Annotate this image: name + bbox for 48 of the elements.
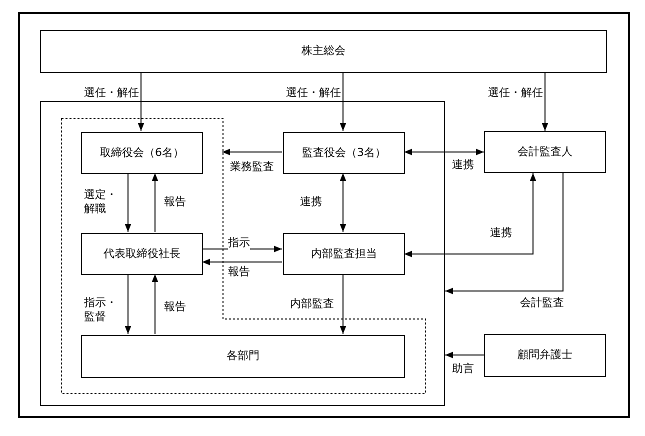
- arrow: [222, 148, 282, 156]
- edge-label: 会計監査: [520, 296, 564, 310]
- box-label: 株主総会: [302, 43, 346, 60]
- org-box: [81, 335, 405, 378]
- arrow: [404, 172, 536, 258]
- box-label: 顧問弁護士: [518, 347, 572, 364]
- box-label: 代表取締役社長: [104, 246, 180, 262]
- edge-label: 連携: [490, 226, 512, 240]
- edge-label: 連携: [300, 195, 322, 209]
- arrow: [152, 172, 158, 232]
- org-box: [283, 233, 405, 275]
- arrow: [340, 172, 346, 232]
- arrow: [152, 274, 158, 334]
- arrow: [444, 352, 484, 358]
- group-frame: [40, 101, 445, 406]
- edge-label: 選任・解任: [488, 86, 543, 100]
- arrow: [202, 258, 282, 266]
- box-label: 取締役会（6名）: [100, 144, 184, 161]
- org-box: [484, 334, 606, 377]
- edge-label: 報告: [228, 265, 250, 279]
- org-box: [484, 131, 606, 173]
- arrow: [444, 172, 564, 294]
- box-label: 内部監査担当: [311, 246, 377, 262]
- arrow: [138, 72, 144, 132]
- org-box: [81, 132, 203, 174]
- edge-label: 指示: [228, 236, 250, 250]
- box-label: 各部門: [226, 348, 260, 364]
- box-label: 会計監査人: [518, 144, 572, 160]
- arrow: [340, 72, 346, 132]
- arrow: [202, 246, 282, 252]
- dotted-region: [61, 118, 426, 394]
- edge-label: 内部監査: [290, 297, 334, 311]
- org-box: [81, 233, 203, 275]
- edge-label: 助言: [452, 362, 474, 376]
- arrow: [124, 274, 132, 334]
- arrow: [404, 148, 484, 156]
- org-box: [283, 132, 405, 174]
- arrow: [124, 172, 132, 232]
- edge-label: 連携: [452, 158, 474, 172]
- arrow: [542, 72, 548, 132]
- edge-label: 業務監査: [230, 160, 274, 174]
- org-box: [40, 30, 607, 73]
- edge-label: 選任・解任: [286, 86, 341, 100]
- edge-label: 報告: [164, 300, 186, 314]
- edge-label: 選任・解任: [84, 86, 139, 100]
- box-label: 監査役会（3名）: [302, 144, 386, 161]
- arrow: [340, 274, 346, 334]
- edge-label: 報告: [164, 195, 186, 209]
